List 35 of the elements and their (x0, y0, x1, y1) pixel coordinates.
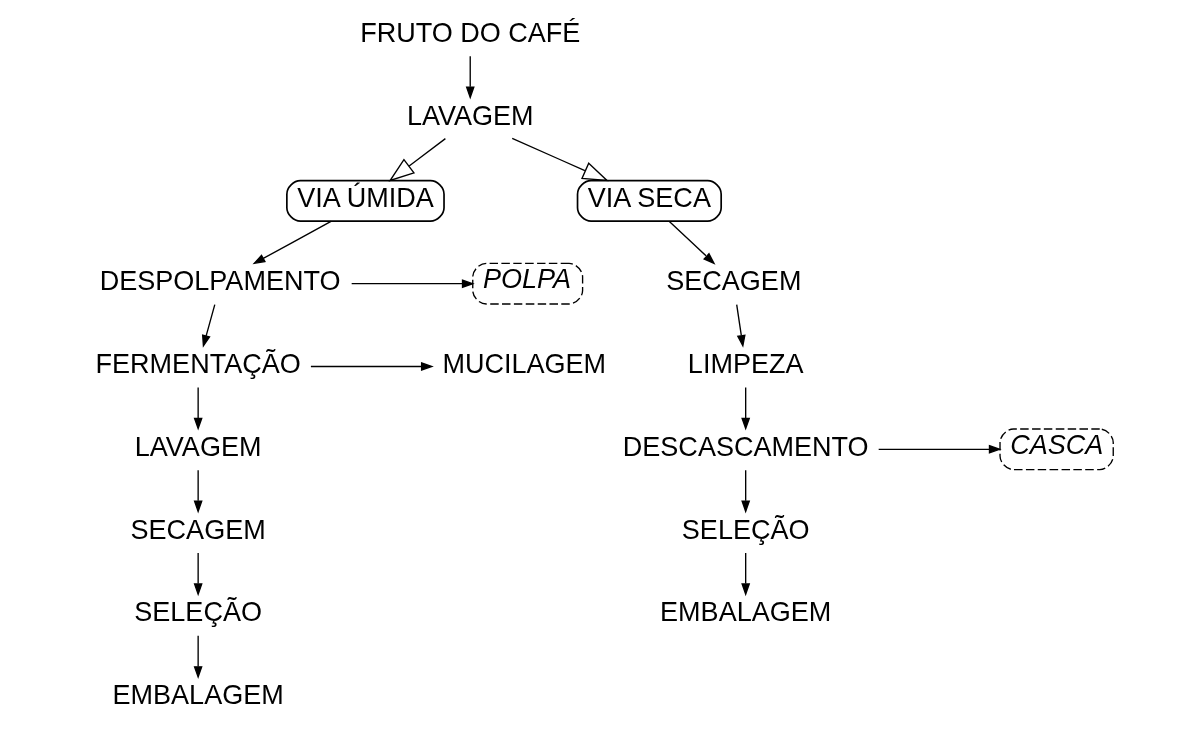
arrow (740, 469, 750, 514)
node-text: LIMPEZA (687, 348, 803, 379)
node-text: SELEÇÃO (133, 597, 262, 628)
node-text: SECAGEM (130, 514, 266, 545)
arrow (252, 220, 332, 265)
arrow (350, 279, 475, 289)
arrow (465, 55, 475, 100)
arrow (387, 137, 446, 182)
arrow (511, 137, 609, 182)
arrow (193, 386, 203, 431)
arrow (309, 362, 434, 371)
node-box: POLPA (471, 262, 583, 305)
node-text: LAVAGEM (406, 100, 534, 131)
node-text: SELEÇÃO (681, 514, 809, 545)
arrow (201, 303, 215, 348)
node-text: DESCASCAMENTO (622, 431, 869, 462)
node-text: FERMENTAÇÃO (95, 348, 301, 379)
node-text: MUCILAGEM (441, 348, 606, 379)
arrow (668, 220, 715, 265)
node-box: VIA SECA (576, 179, 722, 222)
arrow (877, 444, 1002, 454)
node-text: DESPOLPAMENTO (99, 266, 340, 297)
node-box: CASCA (998, 428, 1114, 471)
arrow (735, 303, 746, 348)
node-text: EMBALAGEM (112, 680, 284, 711)
node-text: EMBALAGEM (659, 597, 831, 628)
node-text: LAVAGEM (134, 431, 261, 462)
node-text: SECAGEM (665, 266, 801, 297)
node-text: FRUTO DO CAFÉ (359, 17, 580, 48)
arrow (740, 386, 750, 431)
arrow (193, 635, 203, 680)
arrow (193, 552, 203, 597)
arrow (193, 469, 203, 514)
arrow (740, 552, 750, 597)
node-box: VIA ÚMIDA (285, 179, 445, 222)
